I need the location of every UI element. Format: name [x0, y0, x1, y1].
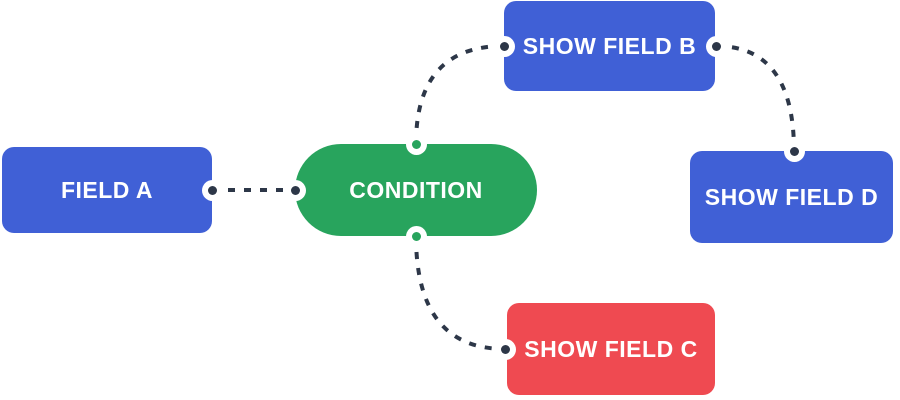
node-show-field-d-label: SHOW FIELD D [704, 183, 879, 210]
edge-condition-to-show-field-b [414, 44, 505, 145]
port-condition-output-top[interactable] [405, 133, 427, 155]
node-condition[interactable]: CONDITION [295, 144, 537, 236]
node-show-field-c[interactable]: SHOW FIELD C [507, 303, 715, 395]
port-dot [411, 139, 421, 149]
node-show-field-c-label: SHOW FIELD C [524, 335, 698, 362]
node-show-field-b-label: SHOW FIELD B [522, 32, 697, 59]
node-show-field-d[interactable]: SHOW FIELD D [690, 151, 893, 243]
port-dot [500, 344, 510, 354]
port-show-field-d-input[interactable] [783, 140, 805, 162]
port-field-a-output[interactable] [201, 179, 223, 201]
port-dot [499, 41, 509, 51]
port-dot [290, 185, 300, 195]
port-show-field-b-input[interactable] [493, 35, 515, 57]
port-dot [789, 146, 799, 156]
port-condition-input[interactable] [284, 179, 306, 201]
node-field-a-label: FIELD A [60, 176, 154, 203]
port-show-field-c-input[interactable] [494, 338, 516, 360]
node-field-a[interactable]: FIELD A [2, 147, 212, 233]
port-show-field-b-output[interactable] [705, 35, 727, 57]
port-condition-output-bottom[interactable] [405, 225, 427, 247]
edge-condition-to-show-field-c [414, 235, 506, 351]
port-dot [411, 231, 421, 241]
port-dot [711, 41, 721, 51]
edge-show-field-b-to-show-field-d [715, 44, 796, 152]
port-dot [207, 185, 217, 195]
node-show-field-b[interactable]: SHOW FIELD B [504, 1, 715, 91]
node-condition-label: CONDITION [349, 176, 483, 203]
